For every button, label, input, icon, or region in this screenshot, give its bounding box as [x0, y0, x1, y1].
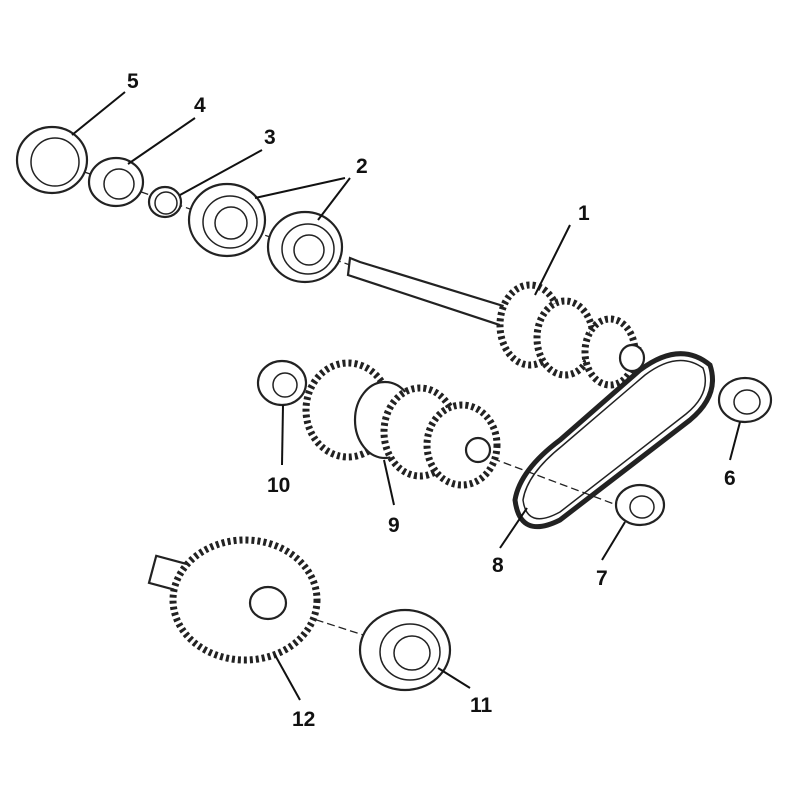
part-6-bearing [717, 376, 773, 424]
callout-7: 7 [596, 567, 608, 590]
part-2-bearing-b [266, 210, 344, 284]
part-4-bushing [87, 156, 145, 208]
part-7-bearing [614, 483, 666, 527]
callout-1: 1 [578, 202, 590, 225]
callout-10: 10 [267, 474, 290, 497]
part-9-gear-cluster [302, 359, 501, 489]
callout-6: 6 [724, 467, 736, 490]
callout-2: 2 [356, 155, 368, 178]
part-1-main-shaft [346, 256, 646, 389]
callout-11: 11 [470, 694, 493, 717]
part-3-ring [147, 185, 183, 219]
part-5-seal [15, 125, 89, 195]
callout-9: 9 [388, 514, 400, 537]
part-8-chain [512, 351, 715, 530]
part-11-bearing [358, 608, 452, 692]
part-12-final-gear [147, 536, 321, 664]
callout-4: 4 [194, 94, 206, 117]
callout-5: 5 [127, 70, 139, 93]
leader-lines [71, 91, 741, 701]
callout-12: 12 [292, 708, 315, 731]
callout-3: 3 [264, 126, 276, 149]
callout-8: 8 [492, 554, 504, 577]
part-10-bearing [256, 359, 308, 407]
part-2-bearing-a [187, 182, 267, 258]
